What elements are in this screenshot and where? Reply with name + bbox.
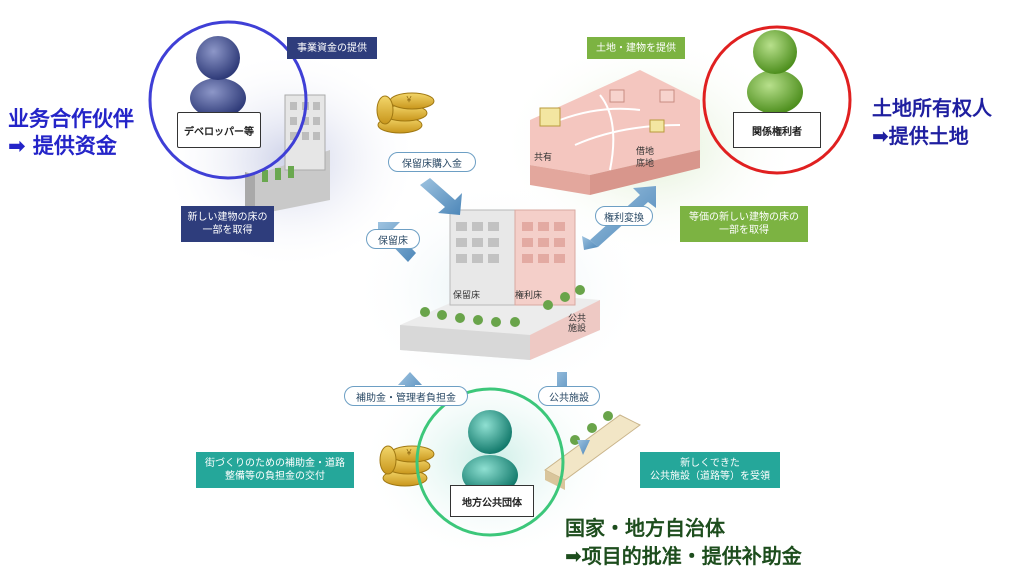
dev-get-line2: 一部を取得 (202, 225, 253, 236)
gov-annotation-line1: 国家・地方自治体 (565, 516, 725, 540)
dev-provide-box: 事業資金の提供 (287, 37, 377, 59)
rights-floor-label: 権利床 (515, 291, 543, 301)
gov-give-line2: 整備等の負担金の交付 (225, 471, 325, 482)
conversion-pill: 権利変換 (595, 206, 653, 226)
local-gov-highlight-circle (415, 387, 565, 537)
owner-annotation-line2: ➡提供土地 (872, 124, 969, 148)
coin-yen-mark-bottom: ￥ (405, 448, 413, 457)
rights-holder-highlight-circle (702, 25, 852, 175)
land-provide-box: 土地・建物を提供 (587, 37, 685, 59)
coin-stack-top (376, 92, 435, 134)
developer-name-box: デベロッパー等 (177, 112, 261, 148)
developer-highlight-circle (148, 20, 308, 180)
gov-give-box: 街づくりのための補助金・道路 整備等の負担金の交付 (196, 452, 354, 488)
rights-get-box: 等価の新しい建物の床の 一部を取得 (680, 206, 808, 242)
gov-receive-line1: 新しくできた (680, 458, 740, 469)
partner-annotation-line1: 业务合作伙伴 (8, 107, 134, 131)
public-facility-label-line1: 公共 (568, 314, 587, 324)
leased-line1: 借地 (636, 147, 655, 157)
owner-annotation-line1: 土地所有权人 (872, 96, 992, 120)
reserved-floor-label: 保留床 (453, 291, 481, 301)
public-facility-pill: 公共施設 (538, 386, 600, 406)
rights-holder-name-box: 関係権利者 (733, 112, 821, 148)
subsidy-pill: 補助金・管理者負担金 (344, 386, 468, 406)
rights-get-line2: 一部を取得 (719, 225, 769, 236)
public-facility-label-line2: 施設 (568, 324, 587, 334)
gov-give-line1: 街づくりのための補助金・道路 (205, 458, 345, 469)
central-building (400, 209, 600, 360)
purchase-pill: 保留床購入金 (388, 152, 476, 172)
rights-holder-figure (747, 30, 803, 114)
dev-provide-text: 事業資金の提供 (297, 42, 367, 54)
coin-stack-bottom (379, 445, 435, 487)
land-provide-text: 土地・建物を提供 (596, 42, 676, 54)
partner-annotation-line2: ➡ 提供资金 (8, 134, 117, 158)
gov-receive-box: 新しくできた 公共施設（道路等）を受領 (640, 452, 780, 488)
shared-land-label: 共有 (534, 153, 553, 163)
coin-yen-mark-top: ￥ (405, 95, 413, 104)
gov-receive-line2: 公共施設（道路等）を受領 (650, 471, 770, 482)
developer-figure (190, 36, 246, 118)
public-facility-label: 公共 施設 (568, 314, 586, 334)
dev-get-line1: 新しい建物の床の (187, 212, 268, 223)
leased-land-label: 借地 底地 (636, 146, 654, 170)
gov-annotation-line2: ➡项目的批准・提供补助金 (565, 544, 802, 568)
land-parcels (530, 70, 700, 195)
leased-line2: 底地 (636, 159, 655, 169)
rights-get-line1: 等価の新しい建物の床の (689, 212, 799, 223)
local-gov-name-box: 地方公共団体 (450, 485, 534, 517)
dev-get-box: 新しい建物の床の 一部を取得 (181, 206, 274, 242)
reserved-pill: 保留床 (366, 229, 420, 249)
